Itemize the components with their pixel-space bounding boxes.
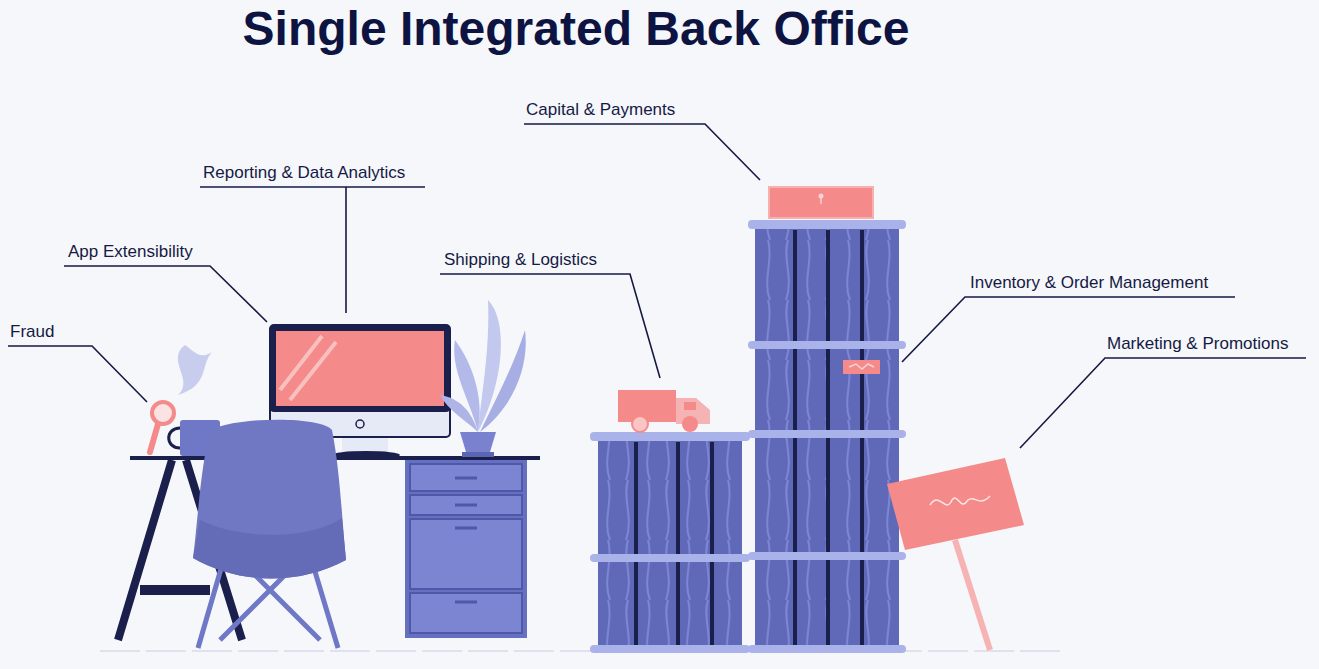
page-title: Single Integrated Back Office <box>0 0 1152 58</box>
plant-part <box>440 395 478 432</box>
plant-part <box>480 330 526 432</box>
promo-sign-part <box>887 458 1024 550</box>
coffee-mug-part <box>169 428 180 448</box>
barrel-stack-tall-part-part <box>748 341 906 349</box>
callout-label: Shipping & Logistics <box>444 250 597 270</box>
magnifying-glass-part <box>152 402 174 424</box>
barrel-stack-short-part <box>598 438 742 650</box>
leader-lines-part <box>1020 358 1306 448</box>
monitor-part <box>276 331 444 406</box>
barrel-stack-short-part-part <box>634 442 638 646</box>
barrel-stack-short-part-part <box>590 645 750 653</box>
callout-label: Reporting & Data Analytics <box>203 163 405 183</box>
desk-part-part <box>410 519 522 589</box>
barrel-stack-short-part-part <box>710 442 714 646</box>
desk-part-part <box>455 504 477 507</box>
monitor-part <box>270 325 450 437</box>
toy-truck-part <box>684 402 696 410</box>
callout-label: App Extensibility <box>68 242 193 262</box>
desk-part-part <box>455 601 477 604</box>
barrel-stack-short-part-part <box>676 442 680 646</box>
cash-box-part <box>769 187 873 218</box>
barrel-stack-tall <box>748 220 906 653</box>
coffee-mug-part <box>178 345 212 395</box>
leader-lines-part <box>440 274 660 378</box>
chair-part <box>193 518 346 579</box>
callout-label: Inventory & Order Management <box>970 273 1208 293</box>
monitor-part <box>280 336 336 400</box>
desk-part <box>405 460 527 638</box>
barrel-stack-short-part-part <box>590 432 750 441</box>
promo-sign-part <box>955 540 990 650</box>
plant-part <box>460 432 496 452</box>
cash-box-part <box>819 194 824 199</box>
barrel-stack-short-part <box>590 432 750 653</box>
floor-line-part <box>100 650 1060 652</box>
plant <box>440 300 526 457</box>
callout-label: Fraud <box>10 322 54 342</box>
monitor-part <box>332 451 400 459</box>
barrel-stack-tall-part-part <box>748 430 906 438</box>
desk-part-part <box>455 527 477 530</box>
magnifying-glass <box>150 402 174 452</box>
promo-sign-part <box>930 496 990 505</box>
magnifying-glass-part <box>150 424 158 452</box>
leader-lines-part <box>524 124 760 180</box>
barrel-stack-tall-part-part <box>748 220 906 229</box>
cash-box-part <box>820 198 822 204</box>
chair <box>193 420 346 648</box>
plant-part <box>462 452 494 457</box>
barrel-stack-tall-part <box>748 220 906 653</box>
desk-part-part <box>410 464 522 491</box>
barrel-stack-short <box>590 432 750 653</box>
chair-part <box>193 420 346 579</box>
leader-lines <box>8 124 1306 448</box>
monitor-part <box>356 420 364 428</box>
barrel-stack-short-part <box>636 442 712 646</box>
barrel-stack-short-part <box>598 438 742 650</box>
cash-box <box>769 187 873 218</box>
leader-lines-part <box>64 266 267 322</box>
barrel-stack-tall-part <box>843 360 880 374</box>
desk-part <box>140 585 210 595</box>
leader-lines-part <box>345 187 347 313</box>
desk-part-part <box>455 477 477 480</box>
callout-label: Capital & Payments <box>526 100 675 120</box>
toy-truck <box>618 390 710 432</box>
desk-part-part <box>410 593 522 633</box>
desk-part-part <box>410 495 522 515</box>
callout-label: Marketing & Promotions <box>1107 334 1288 354</box>
leader-lines-part <box>200 186 425 188</box>
promo-sign <box>887 458 1024 650</box>
monitor-part <box>270 325 450 412</box>
toy-truck-part <box>632 416 648 432</box>
barrel-stack-tall-part-part <box>748 645 906 653</box>
toy-truck-part <box>618 390 676 422</box>
floor-line <box>100 651 1060 652</box>
barrel-stack-tall-part <box>849 364 874 369</box>
desk-part <box>410 464 522 633</box>
toy-truck-part <box>682 416 698 432</box>
barrel-stack-tall-part-part <box>748 552 906 560</box>
leader-lines-part <box>8 346 147 402</box>
barrel-stack-short-part-part <box>590 554 750 562</box>
desk-part <box>455 478 477 602</box>
